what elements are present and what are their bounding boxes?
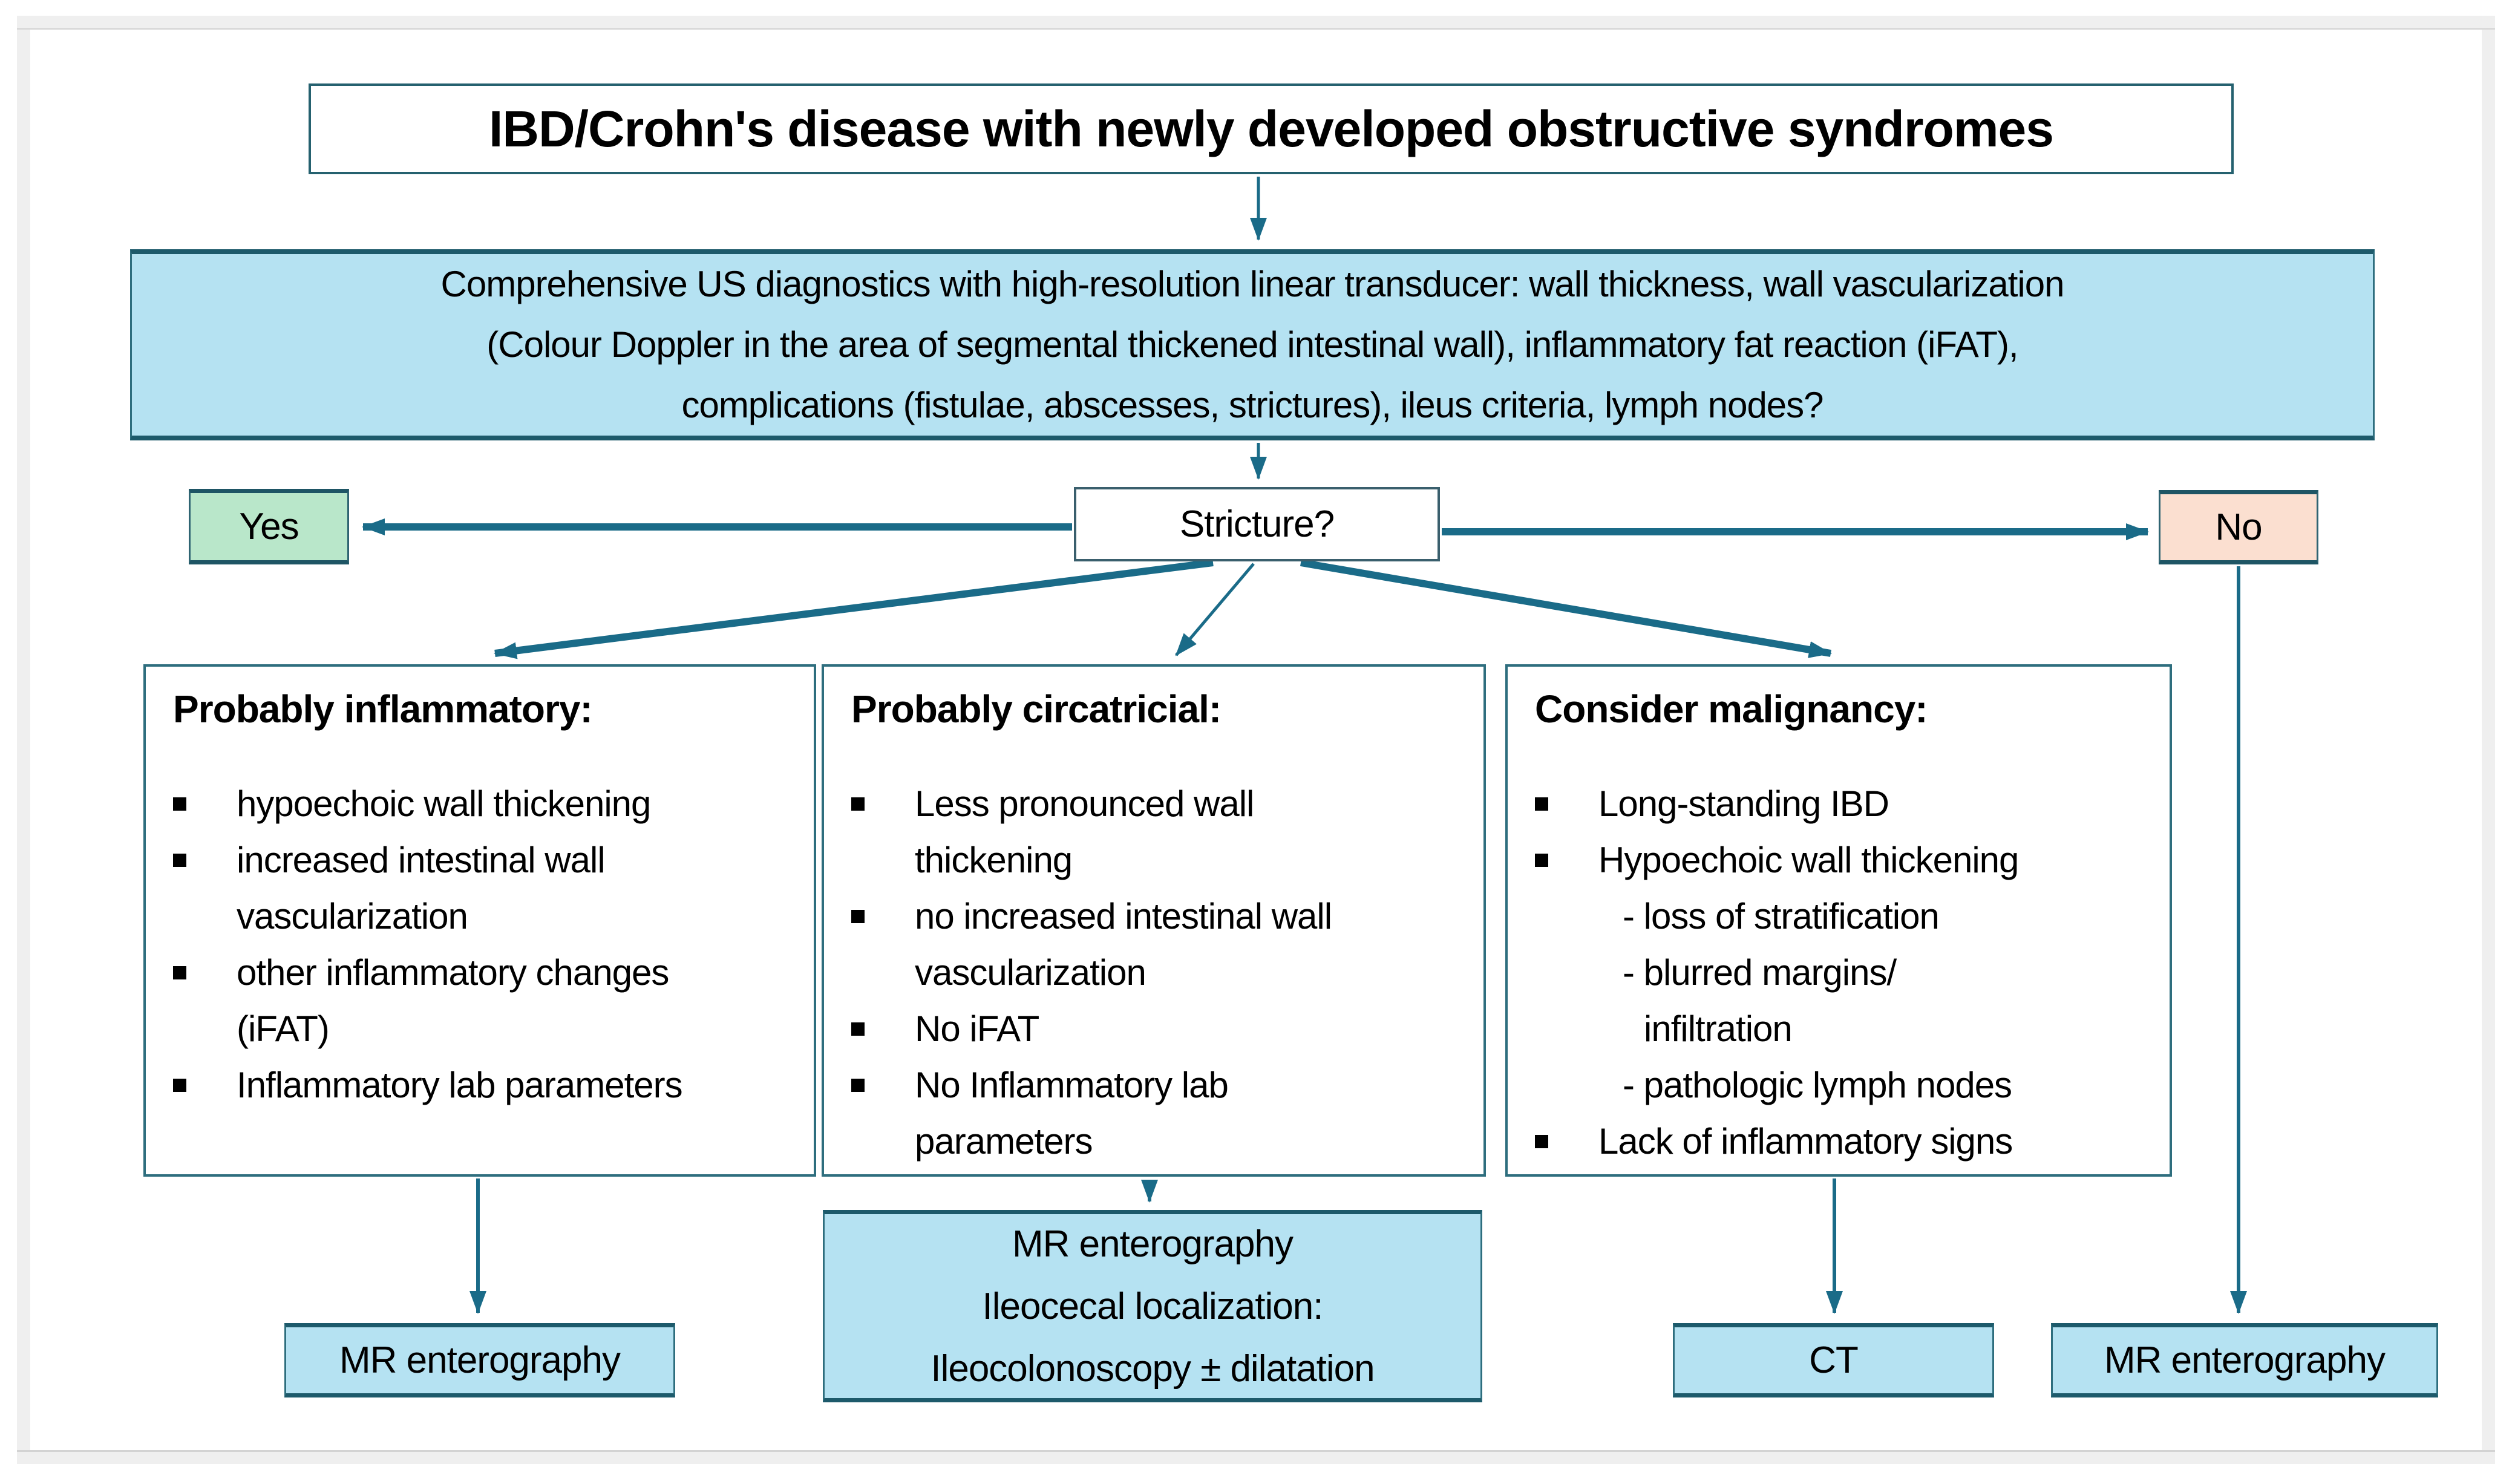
list-item-text: Inflammatory lab parameters [237, 1065, 683, 1105]
list-item: Less pronounced wall thickening [851, 776, 1471, 888]
list-item-text: No Inflammatory lab parameters [915, 1065, 1229, 1162]
list-item: hypoechoic wall thickening [173, 776, 802, 832]
bullet-square-icon [851, 910, 865, 923]
us-diagnostics-line: complications (fistulae, abscesses, stri… [681, 385, 1823, 425]
bullet-square-icon [851, 1079, 865, 1092]
sub-item: - blurred margins/ [1623, 952, 1897, 993]
bullet-square-icon [173, 854, 186, 867]
consider-malignancy-box: Consider malignancy: Long-standing IBD H… [1505, 664, 2172, 1177]
no-box: No [2159, 490, 2318, 564]
list-item-text: Long-standing IBD [1598, 783, 1889, 824]
outcome-line: Ileocolonoscopy ± dilatation [931, 1347, 1375, 1390]
list-item: no increased intestinal wall vasculariza… [851, 888, 1471, 1001]
branch-heading: Probably inflammatory: [173, 687, 593, 731]
list-item: Lack of inflammatory signs [1535, 1113, 2157, 1169]
list-item: Hypoechoic wall thickening [1535, 832, 2157, 888]
outcome-label: MR enterography [339, 1339, 621, 1381]
mr-enterography-ileocecal-box: MR enterography Ileocecal localization: … [823, 1210, 1482, 1402]
list-item: No iFAT [851, 1001, 1471, 1057]
title-box: IBD/Crohn's disease with newly developed… [309, 83, 2234, 174]
list-item-text: increased intestinal wall vascularizatio… [237, 840, 606, 936]
bullet-square-icon [173, 797, 186, 811]
outcome-label: CT [1809, 1339, 1859, 1381]
bullet-square-icon [1535, 1135, 1548, 1148]
mr-enterography-box-left: MR enterography [284, 1323, 675, 1397]
bullet-square-icon [1535, 797, 1548, 811]
sub-item: - loss of stratification [1623, 896, 1940, 936]
list-item-text: other inflammatory changes (iFAT) [237, 952, 669, 1049]
list-item: Inflammatory lab parameters [173, 1057, 802, 1113]
frame-bottom-edge [17, 1450, 2495, 1452]
branch-heading: Probably circatricial: [851, 687, 1222, 731]
sub-item: - pathologic lymph nodes [1623, 1065, 2012, 1105]
bullet-square-icon [851, 797, 865, 811]
page-frame [17, 16, 2495, 1464]
mr-enterography-box-right: MR enterography [2051, 1323, 2438, 1397]
probably-cicatricial-box: Probably circatricial: Less pronounced w… [822, 664, 1486, 1177]
outcome-line: Ileocecal localization: [982, 1285, 1324, 1327]
list-item-text: hypoechoic wall thickening [237, 783, 651, 824]
stricture-decision-box: Stricture? [1074, 487, 1440, 561]
decision-label: Stricture? [1179, 503, 1335, 545]
probably-inflammatory-box: Probably inflammatory: hypoechoic wall t… [143, 664, 816, 1177]
sub-item-continuation: infiltration [1644, 1008, 1793, 1049]
list-item-text: Hypoechoic wall thickening [1598, 840, 2019, 880]
list-item: Long-standing IBD [1535, 776, 2157, 832]
us-diagnostics-box: Comprehensive US diagnostics with high-r… [130, 249, 2375, 440]
list-item-text: no increased intestinal wall vasculariza… [915, 896, 1332, 993]
list-item-text: No iFAT [915, 1008, 1039, 1049]
frame-top-edge [17, 28, 2495, 30]
bullet-square-icon [173, 966, 186, 979]
list-item-text: Less pronounced wall thickening [915, 783, 1254, 880]
yes-box: Yes [189, 489, 349, 564]
bullet-square-icon [1535, 854, 1548, 867]
outcome-line: MR enterography [1012, 1223, 1294, 1265]
list-item: increased intestinal wall vascularizatio… [173, 832, 802, 944]
list-item-text: Lack of inflammatory signs [1598, 1121, 2013, 1162]
page-title: IBD/Crohn's disease with newly developed… [488, 100, 2054, 157]
yes-label: Yes [239, 506, 299, 548]
us-diagnostics-line: Comprehensive US diagnostics with high-r… [440, 264, 2065, 304]
bullet-square-icon [851, 1022, 865, 1036]
list-item: other inflammatory changes (iFAT) [173, 944, 802, 1057]
branch-heading: Consider malignancy: [1535, 687, 1928, 731]
ct-box: CT [1673, 1323, 1994, 1397]
us-diagnostics-line: (Colour Doppler in the area of segmental… [486, 324, 2018, 365]
outcome-label: MR enterography [2104, 1339, 2386, 1381]
bullet-square-icon [173, 1079, 186, 1092]
list-item: No Inflammatory lab parameters [851, 1057, 1471, 1169]
no-label: No [2215, 506, 2262, 548]
